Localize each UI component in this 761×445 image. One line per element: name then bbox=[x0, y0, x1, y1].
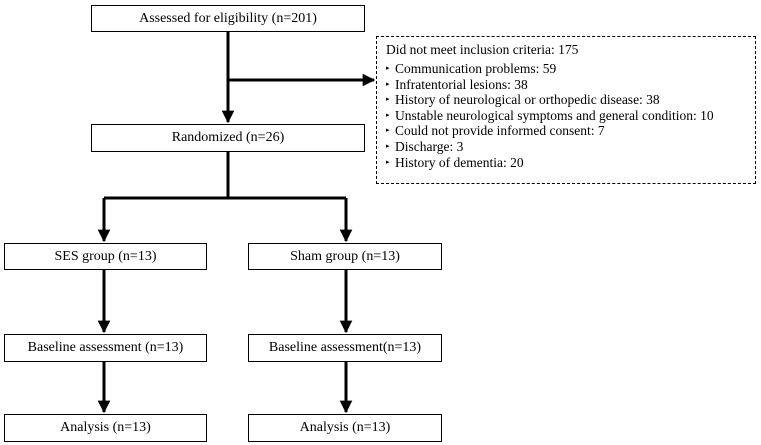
exclusion-reason-text: Infratentorial lesions: 38 bbox=[395, 76, 528, 92]
exclusion-reason: ▸ Communication problems: 59 bbox=[386, 61, 745, 77]
bullet-triangle-icon: ▸ bbox=[386, 95, 390, 104]
assessed-eligibility-box: Assessed for eligibility (n=201) bbox=[91, 5, 365, 32]
ses-baseline-box: Baseline assessment (n=13) bbox=[4, 334, 207, 362]
exclusion-reason-text: Could not provide informed consent: 7 bbox=[395, 123, 605, 139]
bullet-triangle-icon: ▸ bbox=[386, 79, 390, 88]
bullet-triangle-icon: ▸ bbox=[386, 64, 390, 73]
ses-analysis-box: Analysis (n=13) bbox=[4, 414, 207, 442]
bullet-triangle-icon: ▸ bbox=[386, 110, 390, 119]
bullet-triangle-icon: ▸ bbox=[386, 126, 390, 135]
exclusion-reason: ▸ Discharge: 3 bbox=[386, 139, 745, 155]
exclusion-reason-text: Unstable neurological symptoms and gener… bbox=[395, 107, 714, 123]
exclusion-reason-text: History of dementia: 20 bbox=[395, 154, 524, 170]
exclusion-reason: ▸ Unstable neurological symptoms and gene… bbox=[386, 108, 745, 124]
exclusion-box: Did not meet inclusion criteria: 175 ▸ Co… bbox=[376, 36, 756, 184]
randomized-box: Randomized (n=26) bbox=[91, 124, 365, 152]
exclusion-reason-text: History of neurological or orthopedic di… bbox=[395, 92, 660, 108]
sham-group-box: Sham group (n=13) bbox=[248, 243, 442, 270]
exclusion-reason: ▸ Infratentorial lesions: 38 bbox=[386, 77, 745, 93]
exclusion-title: Did not meet inclusion criteria: 175 bbox=[386, 42, 579, 57]
sham-analysis-box: Analysis (n=13) bbox=[248, 414, 442, 442]
bullet-triangle-icon: ▸ bbox=[386, 142, 390, 151]
exclusion-reason-text: Communication problems: 59 bbox=[395, 61, 557, 77]
sham-baseline-box: Baseline assessment(n=13) bbox=[248, 334, 442, 362]
ses-group-box: SES group (n=13) bbox=[4, 243, 207, 270]
bullet-triangle-icon: ▸ bbox=[386, 157, 390, 166]
exclusion-reason: ▸ Could not provide informed consent: 7 bbox=[386, 123, 745, 139]
exclusion-reason: ▸ History of dementia: 20 bbox=[386, 155, 745, 171]
exclusion-reason-text: Discharge: 3 bbox=[395, 139, 464, 155]
exclusion-reason: ▸ History of neurological or orthopedic d… bbox=[386, 92, 745, 108]
exclusion-reasons-list: ▸ Communication problems: 59 ▸ Infratentor… bbox=[386, 61, 745, 170]
